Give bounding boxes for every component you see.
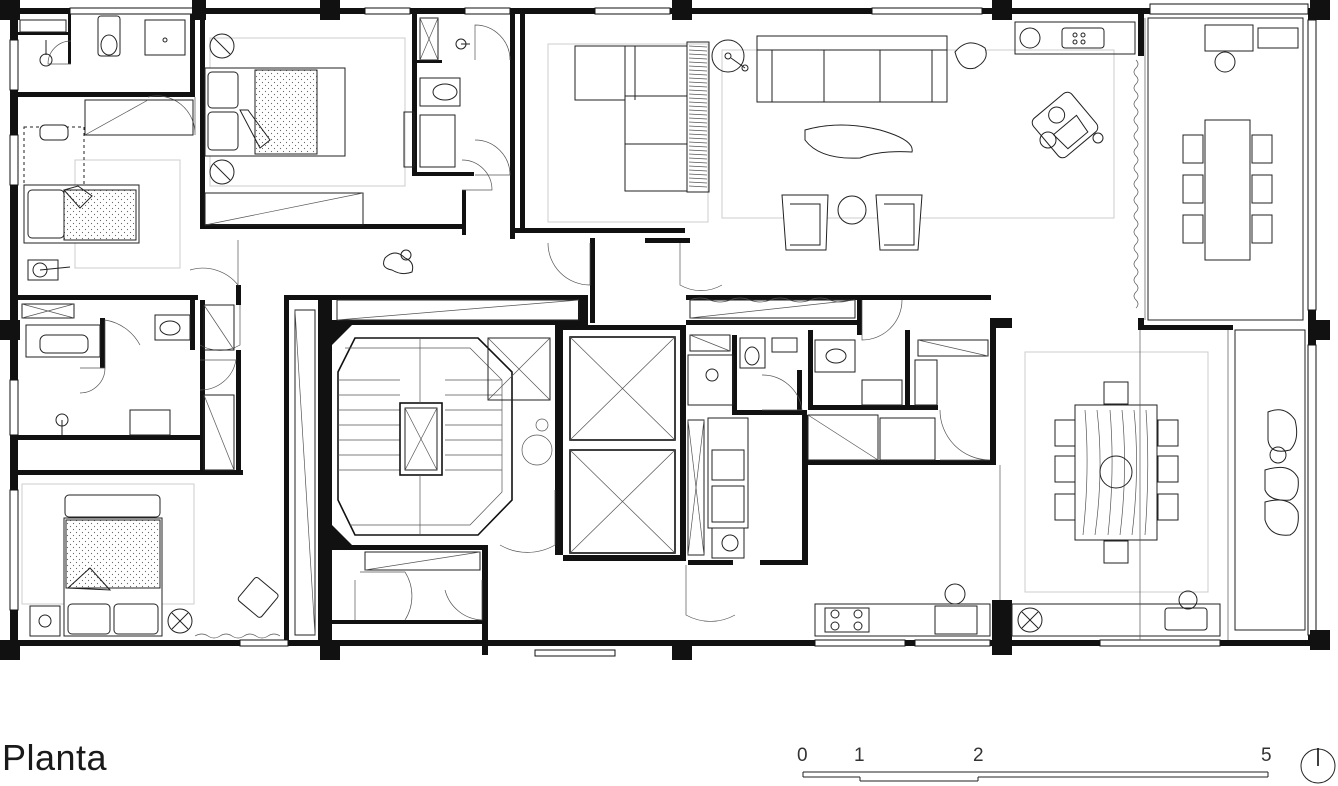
scale-label-1: 1	[854, 745, 865, 766]
bathroom-top-center	[419, 17, 470, 168]
bedroom-left-bottom	[21, 483, 281, 639]
kitchen	[687, 334, 991, 637]
bedroom-top	[204, 33, 415, 226]
bathroom-top-left	[19, 15, 186, 67]
bedroom-left-top	[23, 99, 194, 281]
person-figure-icon	[383, 249, 414, 275]
dining-room	[1011, 351, 1221, 637]
scale-bar	[802, 771, 1269, 782]
interior-walls	[18, 14, 1233, 655]
exterior-walls	[0, 0, 1330, 660]
staircase	[294, 299, 856, 636]
scale-label-2: 2	[973, 745, 984, 766]
terrace	[1147, 17, 1306, 631]
drawing-title: Planta	[2, 737, 108, 778]
shelf-hatching	[686, 41, 710, 193]
scale-label-0: 0	[797, 745, 808, 766]
bathroom-left-middle	[21, 303, 235, 471]
cooktop-icon	[824, 607, 870, 633]
north-arrow-icon	[1300, 748, 1336, 784]
scale-label-5: 5	[1261, 745, 1272, 766]
elevators	[569, 336, 676, 554]
living-room	[547, 21, 1139, 309]
